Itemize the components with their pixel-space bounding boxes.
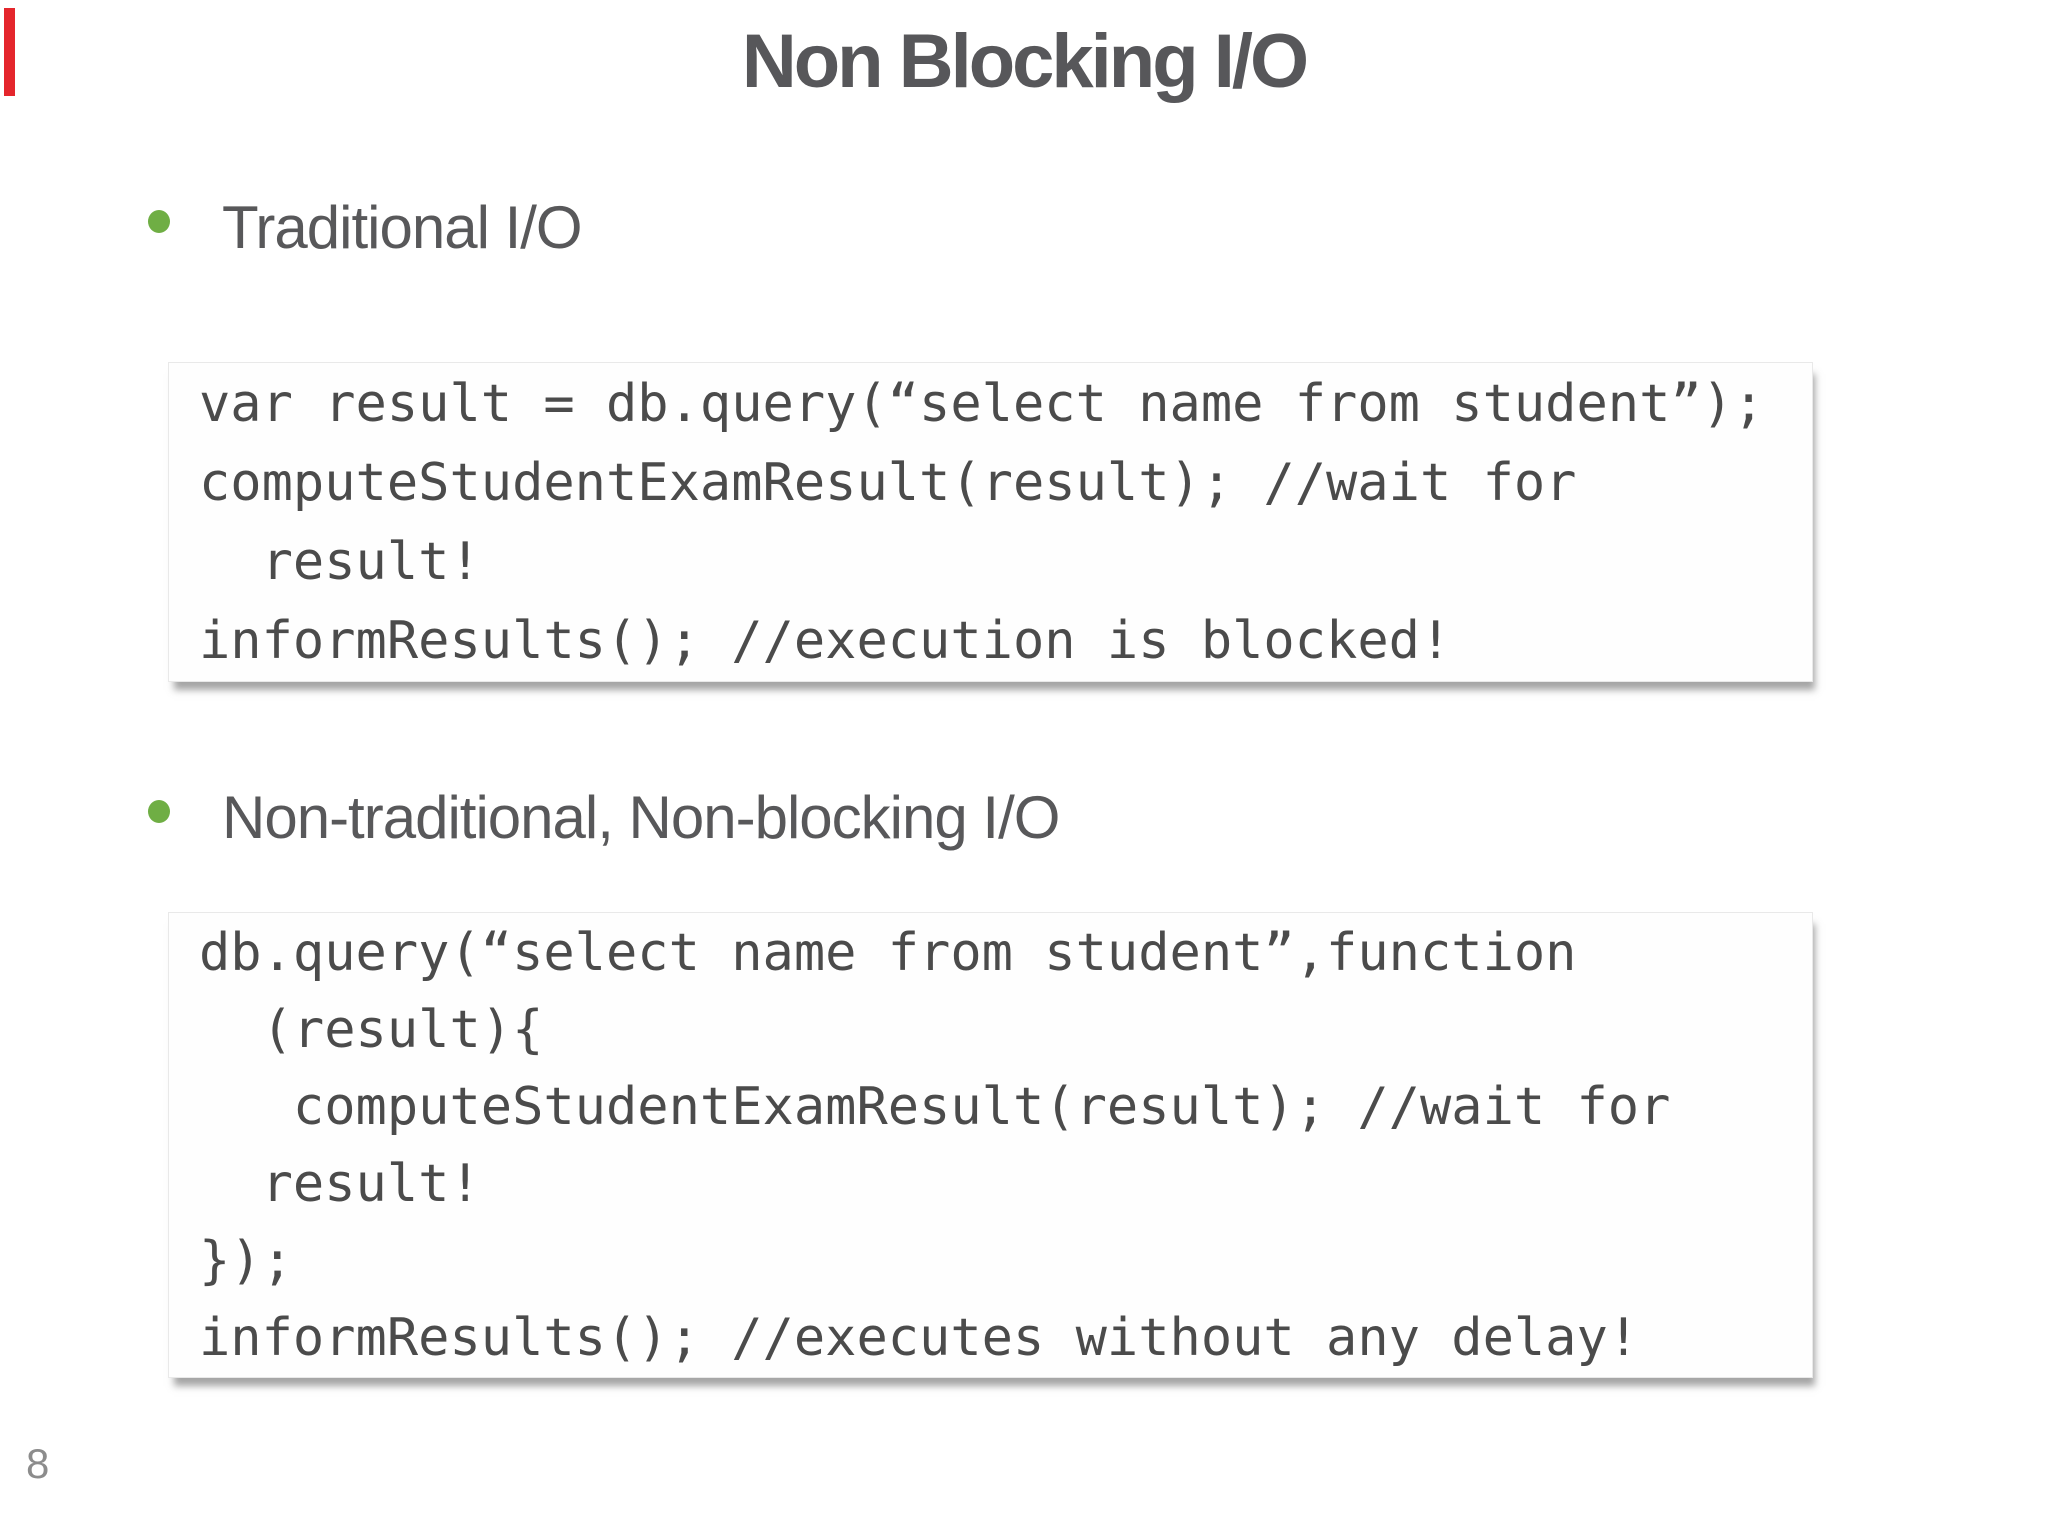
code-line: result! [199, 532, 481, 592]
code-line: computeStudentExamResult(result); //wait… [199, 1077, 1671, 1137]
code-line: result! [199, 1154, 481, 1214]
bullet-dot-icon [148, 800, 170, 823]
code-line: informResults(); //executes without any … [199, 1308, 1640, 1368]
bullet-item-traditional-io: Traditional I/O [148, 194, 583, 261]
bullet-dot-icon [148, 210, 170, 233]
code-line: var result = db.query(“select name from … [199, 374, 1765, 434]
page-number: 8 [26, 1440, 50, 1487]
code-line: }); [199, 1231, 293, 1291]
code-line: db.query(“select name from student”,func… [199, 923, 1577, 983]
code-block-non-blocking: db.query(“select name from student”,func… [168, 912, 1813, 1378]
code-block-traditional: var result = db.query(“select name from … [168, 362, 1813, 682]
code-line: (result){ [199, 1000, 544, 1060]
bullet-label: Non-traditional, Non-blocking I/O [222, 784, 1060, 851]
code-line: computeStudentExamResult(result); //wait… [199, 453, 1577, 513]
code-line: informResults(); //execution is blocked! [199, 611, 1452, 671]
bullet-label: Traditional I/O [222, 194, 583, 261]
bullet-item-non-blocking-io: Non-traditional, Non-blocking I/O [148, 784, 1060, 851]
red-marker-bar [4, 8, 15, 96]
page-title: Non Blocking I/O [741, 19, 1309, 104]
